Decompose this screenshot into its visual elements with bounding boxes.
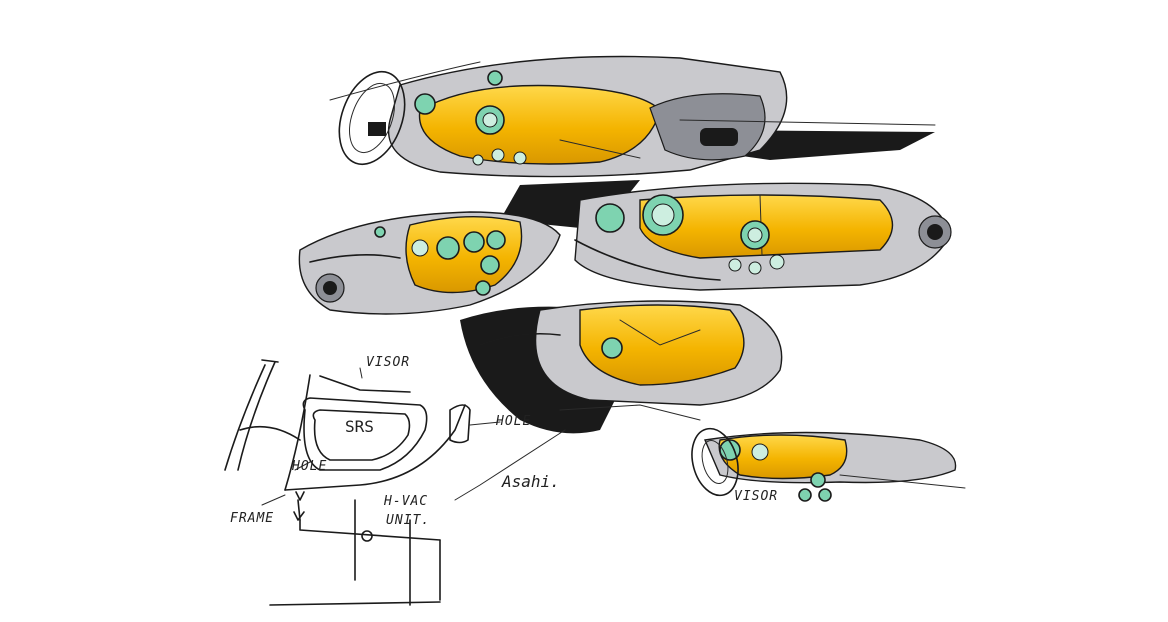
label-hole-right: HOLE bbox=[495, 414, 531, 429]
dashboard-sketch-top bbox=[329, 55, 936, 178]
dashboard-sketch-lower bbox=[454, 300, 783, 501]
label-srs: SRS bbox=[345, 417, 374, 436]
label-visor-bottom: VISOR bbox=[734, 489, 778, 504]
label-hole-left: HOLE bbox=[291, 459, 327, 474]
label-unit: UNIT. bbox=[386, 513, 430, 528]
structure-line-drawing bbox=[224, 359, 501, 606]
dashboard-sketch-middle bbox=[298, 180, 952, 315]
artist-signature: Asahi. bbox=[501, 472, 560, 491]
dashboard-sketch-small bbox=[691, 427, 966, 502]
label-visor-top: VISOR bbox=[366, 355, 410, 370]
label-hvac: H-VAC bbox=[383, 494, 428, 509]
label-frame: FRAME bbox=[230, 511, 274, 526]
